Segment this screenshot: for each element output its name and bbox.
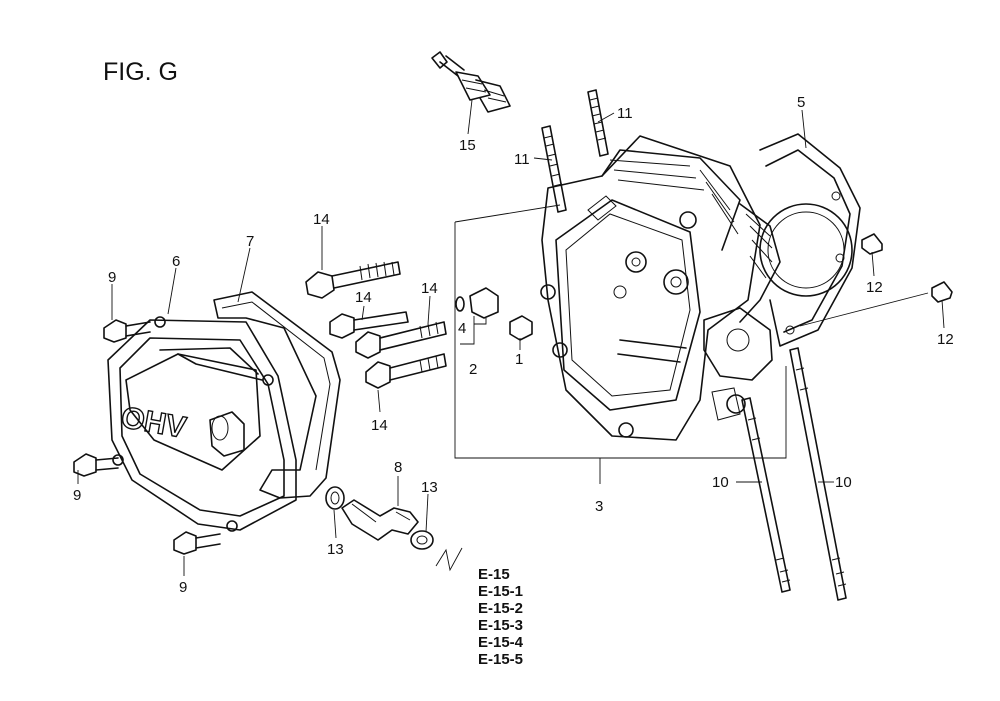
reference-item: E-15-1 <box>478 583 524 600</box>
callout-11-left: 11 <box>514 151 530 168</box>
cover-embossing: OHV <box>119 401 189 445</box>
callout-labels: 15 11 11 5 12 12 14 14 14 14 4 2 1 3 9 6… <box>73 94 954 596</box>
studs-10 <box>741 347 847 601</box>
callout-6: 6 <box>172 253 180 270</box>
callout-12-upper: 12 <box>866 279 883 296</box>
dowel-pins-12 <box>861 233 953 303</box>
callout-9-bottom: 9 <box>179 579 187 596</box>
reference-item: E-15 <box>478 566 510 583</box>
callout-10-left: 10 <box>712 474 729 491</box>
leader-lines <box>77 99 945 576</box>
callout-8: 8 <box>394 459 402 476</box>
callout-11-right: 11 <box>617 105 633 122</box>
valve-parts <box>455 287 533 341</box>
reference-item: E-15-4 <box>478 634 524 651</box>
long-bolt-14 <box>305 261 401 299</box>
spark-plug <box>431 51 511 113</box>
cylinder-head <box>540 135 781 441</box>
cover-gasket <box>213 291 341 499</box>
callout-14-right: 14 <box>421 280 438 297</box>
callout-2: 2 <box>469 361 477 378</box>
callout-15: 15 <box>459 137 476 154</box>
bolts-14 <box>329 311 447 389</box>
callout-13-left: 13 <box>327 541 344 558</box>
callout-7: 7 <box>246 233 254 250</box>
callout-14-top: 14 <box>313 211 330 228</box>
callout-10-right: 10 <box>835 474 852 491</box>
callout-9-left: 9 <box>73 487 81 504</box>
figure-title: FIG. G <box>103 58 178 86</box>
callout-4: 4 <box>458 320 466 337</box>
callout-5: 5 <box>797 94 805 111</box>
head-gasket <box>759 133 861 347</box>
callout-9-top: 9 <box>108 269 116 286</box>
callout-14-bottom: 14 <box>371 417 388 434</box>
reference-item: E-15-3 <box>478 617 524 634</box>
reference-item: E-15-2 <box>478 600 524 617</box>
bolts-9 <box>73 319 221 555</box>
reference-item: E-15-5 <box>478 651 524 668</box>
studs-11 <box>541 89 609 213</box>
callout-13-right: 13 <box>421 479 438 496</box>
breather-tube <box>341 499 419 541</box>
callout-14-middle: 14 <box>355 289 372 306</box>
callout-12-lower: 12 <box>937 331 954 348</box>
callout-1: 1 <box>515 351 523 368</box>
callout-3: 3 <box>595 498 603 515</box>
clips-13 <box>325 486 463 572</box>
valve-cover: OHV <box>107 316 297 532</box>
